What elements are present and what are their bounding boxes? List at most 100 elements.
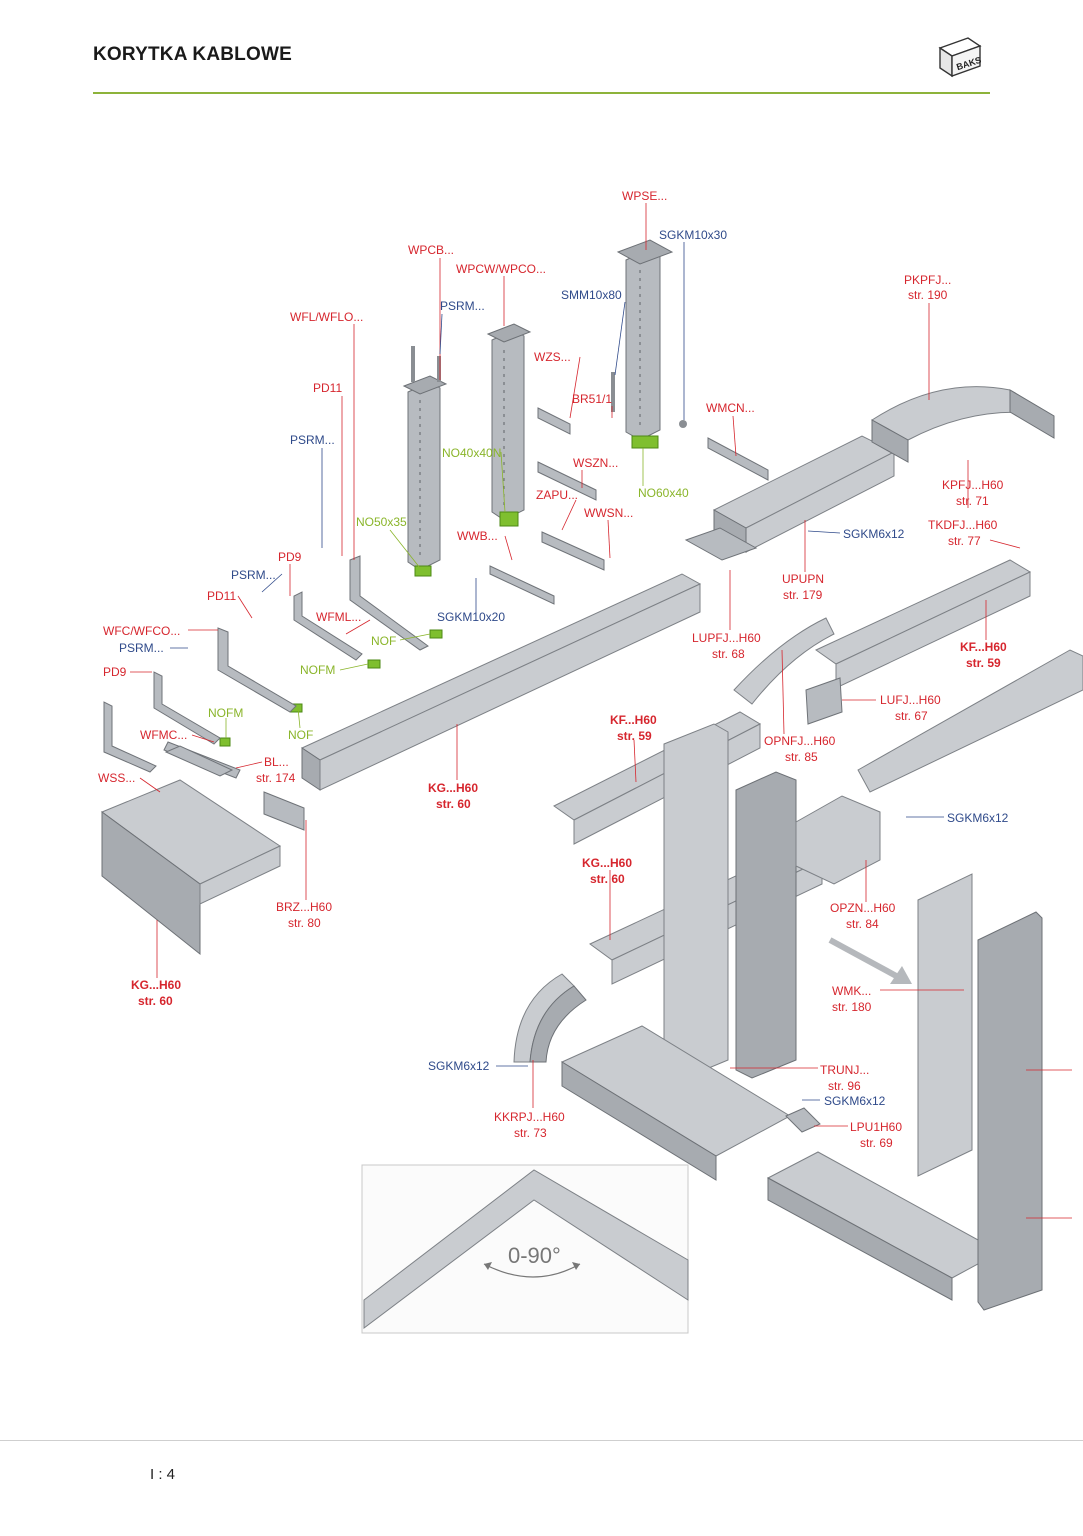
threaded-rods bbox=[411, 346, 687, 428]
bend-pkpfj bbox=[871, 386, 1055, 463]
label-wfl: WFL/WFLO... bbox=[290, 310, 363, 324]
label-lpu1h60-page: str. 69 bbox=[860, 1136, 893, 1150]
label-lupfj-page: str. 68 bbox=[712, 647, 745, 661]
label-pd11-top: PD11 bbox=[313, 381, 342, 395]
footer-divider bbox=[0, 1440, 1083, 1441]
label-zapu: ZAPU... bbox=[536, 488, 578, 502]
label-wfmc: WFMC... bbox=[140, 728, 187, 742]
label-brz-page: str. 80 bbox=[288, 916, 321, 930]
label-wpcb: WPCB... bbox=[408, 243, 454, 257]
label-wmcn: WMCN... bbox=[706, 401, 755, 415]
label-wfc: WFC/WFCO... bbox=[103, 624, 180, 638]
brz-bracket bbox=[263, 791, 305, 831]
label-no60x40: NO60x40 bbox=[638, 486, 689, 500]
label-wzs: WZS... bbox=[534, 350, 571, 364]
label-sgkm6x12-b: SGKM6x12 bbox=[947, 811, 1009, 825]
label-lpu1h60: LPU1H60 bbox=[850, 1120, 902, 1134]
label-br51: BR51/1 bbox=[572, 392, 612, 406]
label-psrm-left: PSRM... bbox=[290, 433, 335, 447]
label-kg-b: KG...H60 bbox=[582, 856, 632, 870]
label-wmk-page: str. 180 bbox=[832, 1000, 872, 1014]
label-smm10x80: SMM10x80 bbox=[561, 288, 622, 302]
callout-labels: WPSE... SGKM10x30 WPCB... WPCW/WPCO... S… bbox=[98, 189, 1009, 1268]
lpu1-plate bbox=[785, 1107, 821, 1133]
label-nofm-b: NOFM bbox=[208, 706, 243, 720]
label-opnfj-page: str. 85 bbox=[785, 750, 818, 764]
vertical-support-wpcb bbox=[402, 375, 448, 571]
label-kg-a: KG...H60 bbox=[428, 781, 478, 795]
vertical-support-wpcw bbox=[486, 323, 532, 521]
label-wwsn: WWSN... bbox=[584, 506, 633, 520]
lupfj-connector bbox=[684, 527, 758, 561]
opzn-box bbox=[795, 795, 881, 885]
bl-plate bbox=[164, 745, 234, 777]
tray-kf-mid bbox=[553, 711, 762, 845]
label-wmk: WMK... bbox=[832, 984, 871, 998]
label-sgkm10x30: SGKM10x30 bbox=[659, 228, 727, 242]
tray-kg-main bbox=[300, 573, 702, 791]
label-psrm-top: PSRM... bbox=[440, 299, 485, 313]
label-sgkm6x12-d: SGKM6x12 bbox=[824, 1094, 886, 1108]
label-nofm-a: NOFM bbox=[300, 663, 335, 677]
label-sgkm6x12-a: SGKM6x12 bbox=[843, 527, 905, 541]
label-wwb: WWB... bbox=[457, 529, 498, 543]
parts-illustration bbox=[100, 239, 1083, 1334]
label-no50x35: NO50x35 bbox=[356, 515, 407, 529]
label-kkrpj-page: str. 73 bbox=[514, 1126, 547, 1140]
label-kpfj-page: str. 71 bbox=[956, 494, 989, 508]
label-kg-c-page: str. 60 bbox=[138, 994, 173, 1008]
label-trunj-page: str. 96 bbox=[828, 1079, 861, 1093]
label-opzn-page: str. 84 bbox=[846, 917, 879, 931]
label-no40x40n: NO40x40N bbox=[442, 446, 501, 460]
label-tkdfj: TKDFJ...H60 bbox=[928, 518, 998, 532]
direction-arrow bbox=[828, 937, 912, 984]
label-wpcw: WPCW/WPCO... bbox=[456, 262, 546, 276]
label-opzn: OPZN...H60 bbox=[830, 901, 896, 915]
label-kg-a-page: str. 60 bbox=[436, 797, 471, 811]
header-divider bbox=[93, 92, 990, 94]
label-pkpfj: PKPFJ... bbox=[904, 273, 951, 287]
label-wss: WSS... bbox=[98, 771, 135, 785]
page-title: KORYTKA KABLOWE bbox=[93, 44, 292, 65]
label-upupn-page: str. 179 bbox=[783, 588, 823, 602]
label-lupfj: LUPFJ...H60 bbox=[692, 631, 761, 645]
label-wszn: WSZN... bbox=[573, 456, 618, 470]
label-kg-b-page: str. 60 bbox=[590, 872, 625, 886]
label-pd11-mid: PD11 bbox=[207, 589, 236, 603]
label-upupn: UPUPN bbox=[782, 572, 824, 586]
label-pd9-low: PD9 bbox=[103, 665, 127, 679]
baks-logo: BAKS bbox=[938, 37, 983, 78]
label-psrm-low: PSRM... bbox=[119, 641, 164, 655]
label-brz: BRZ...H60 bbox=[276, 900, 332, 914]
angle-range-label: 0-90° bbox=[508, 1243, 561, 1268]
vertical-riser bbox=[663, 723, 797, 1081]
label-kf-right-page: str. 59 bbox=[966, 656, 1001, 670]
label-kf-mid-page: str. 59 bbox=[617, 729, 652, 743]
label-kpfj: KPFJ...H60 bbox=[942, 478, 1004, 492]
exploded-diagram: WPSE... SGKM10x30 WPCB... WPCW/WPCO... S… bbox=[98, 189, 1083, 1334]
label-kg-c: KG...H60 bbox=[131, 978, 181, 992]
vertical-wmk bbox=[917, 873, 1043, 1311]
label-nof-a: NOF bbox=[371, 634, 396, 648]
vertical-support-wpse bbox=[616, 239, 674, 441]
label-nof-b: NOF bbox=[288, 728, 313, 742]
kkrpj-bend bbox=[513, 973, 587, 1063]
tray-right-long bbox=[857, 649, 1083, 793]
lufj-connector bbox=[805, 677, 843, 725]
label-sgkm6x12-c: SGKM6x12 bbox=[428, 1059, 490, 1073]
label-kf-right: KF...H60 bbox=[960, 640, 1007, 654]
label-kkrpj: KKRPJ...H60 bbox=[494, 1110, 565, 1124]
label-sgkm10x20: SGKM10x20 bbox=[437, 610, 505, 624]
tray-bottom-right bbox=[766, 1151, 1002, 1301]
label-trunj: TRUNJ... bbox=[820, 1063, 869, 1077]
label-pkpfj-page: str. 190 bbox=[908, 288, 948, 302]
angle-inset bbox=[361, 1164, 689, 1334]
label-bl-page: str. 174 bbox=[256, 771, 296, 785]
label-lufj: LUFJ...H60 bbox=[880, 693, 941, 707]
label-wfml: WFML... bbox=[316, 610, 361, 624]
label-opnfj: OPNFJ...H60 bbox=[764, 734, 836, 748]
label-wpse: WPSE... bbox=[622, 189, 667, 203]
label-bl: BL... bbox=[264, 755, 289, 769]
label-pd9-top: PD9 bbox=[278, 550, 302, 564]
page-number: I : 4 bbox=[150, 1466, 176, 1483]
